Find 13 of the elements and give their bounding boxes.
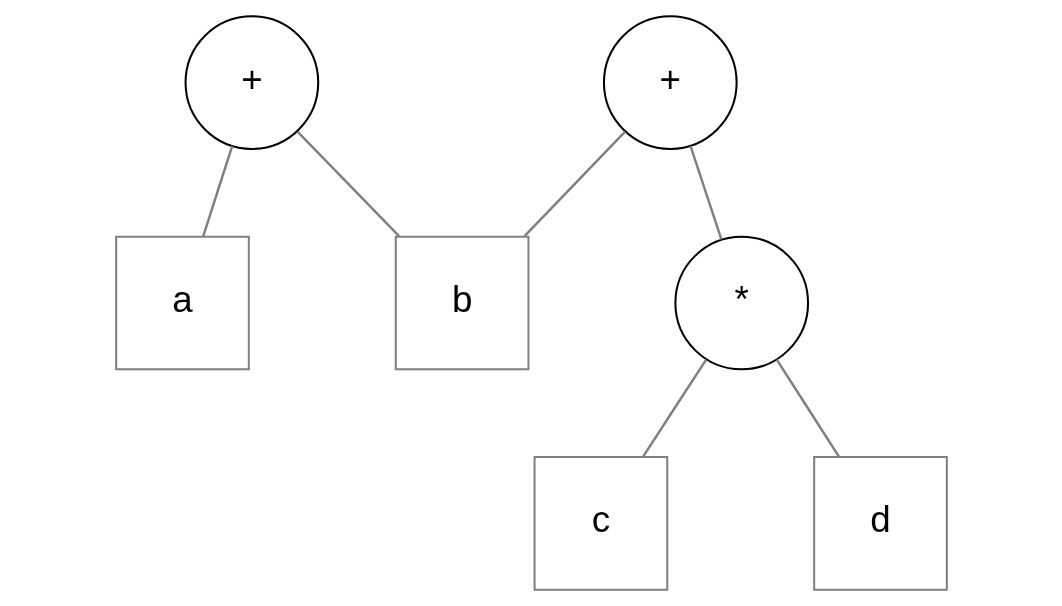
connector xyxy=(523,130,626,237)
connector xyxy=(775,358,840,458)
node-box: b xyxy=(394,235,529,371)
node-box: c xyxy=(533,456,668,591)
node-circle: + xyxy=(602,15,738,150)
node-box: a xyxy=(114,235,250,371)
connector xyxy=(296,130,400,237)
connector xyxy=(641,358,707,458)
node-circle: + xyxy=(184,15,319,150)
node-circle: * xyxy=(673,235,809,371)
connector xyxy=(201,145,233,237)
node-box: d xyxy=(812,456,948,591)
connector xyxy=(688,145,723,240)
